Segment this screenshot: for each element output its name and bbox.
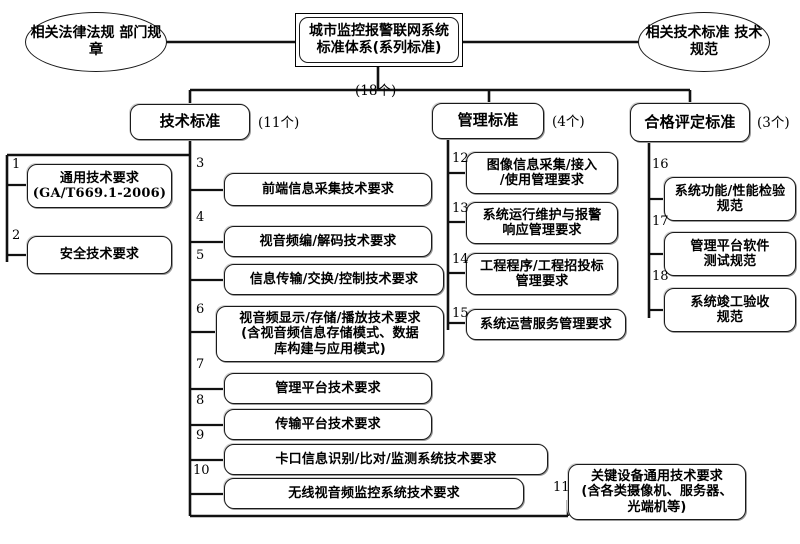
tech-item-4-label: 视音频编/解码技术要求 xyxy=(259,233,397,249)
manage-item-13-label: 系统运行维护与报警 响应管理要求 xyxy=(482,207,602,238)
item-number-17: 17 xyxy=(652,214,669,229)
tech-item-2[interactable]: 安全技术要求 xyxy=(27,236,172,274)
tech-item-11[interactable]: 关键设备通用技术要求 (含各类摄像机、服务器、 光端机等) xyxy=(568,464,746,520)
tech-item-1-label: 通用技术要求 (GA/T669.1-2006) xyxy=(32,170,167,201)
item-number-18: 18 xyxy=(652,269,669,284)
category-technical-standards-count: (11个) xyxy=(258,115,300,131)
tech-item-6[interactable]: 视音频显示/存储/播放技术要求 (含视音频信息存储模式、数据 库构建与应用模式) xyxy=(216,306,444,362)
assess-item-17[interactable]: 管理平台软件 测试规范 xyxy=(664,232,796,276)
category-conformity-assessment-label: 合格评定标准 xyxy=(644,112,736,131)
assess-item-18[interactable]: 系统竣工验收 规范 xyxy=(664,288,796,332)
item-number-2: 2 xyxy=(12,228,21,243)
item-number-3: 3 xyxy=(196,156,205,171)
tech-item-7[interactable]: 管理平台技术要求 xyxy=(224,373,432,404)
item-number-5: 5 xyxy=(196,248,205,263)
tech-item-2-label: 安全技术要求 xyxy=(59,247,140,263)
category-conformity-assessment-count: (3个) xyxy=(757,115,790,131)
tech-item-11-label: 关键设备通用技术要求 (含各类摄像机、服务器、 光端机等) xyxy=(581,469,733,515)
tech-item-10[interactable]: 无线视音频监控系统技术要求 xyxy=(224,478,524,509)
tech-item-7-label: 管理平台技术要求 xyxy=(275,380,381,396)
item-number-11: 11 xyxy=(553,480,570,495)
item-number-9: 9 xyxy=(196,428,205,443)
tech-item-6-label: 视音频显示/存储/播放技术要求 (含视音频信息存储模式、数据 库构建与应用模式) xyxy=(239,311,421,357)
item-number-8: 8 xyxy=(196,393,205,408)
tech-item-3[interactable]: 前端信息采集技术要求 xyxy=(224,173,432,206)
category-technical-standards[interactable]: 技术标准 xyxy=(130,104,250,140)
tech-item-4[interactable]: 视音频编/解码技术要求 xyxy=(224,226,432,257)
manage-item-15-label: 系统运营服务管理要求 xyxy=(479,316,612,332)
item-number-6: 6 xyxy=(196,302,205,317)
manage-item-13[interactable]: 系统运行维护与报警 响应管理要求 xyxy=(466,202,618,244)
tech-item-3-label: 前端信息采集技术要求 xyxy=(261,181,394,197)
root-title-label: 城市监控报警联网系统 标准体系(系列标准) xyxy=(309,23,449,56)
tech-item-1[interactable]: 通用技术要求 (GA/T669.1-2006) xyxy=(27,164,172,208)
item-number-1: 1 xyxy=(12,157,21,172)
item-number-15: 15 xyxy=(452,306,469,321)
root-title-box: 城市监控报警联网系统 标准体系(系列标准) xyxy=(295,13,463,67)
manage-item-12-label: 图像信息采集/接入 /使用管理要求 xyxy=(486,157,598,188)
item-number-14: 14 xyxy=(452,252,469,267)
assess-item-18-label: 系统竣工验收 规范 xyxy=(690,294,770,325)
item-number-16: 16 xyxy=(652,157,669,172)
tech-item-10-label: 无线视音频监控系统技术要求 xyxy=(288,485,460,501)
assess-item-16[interactable]: 系统功能/性能检验 规范 xyxy=(664,177,796,221)
item-number-13: 13 xyxy=(452,201,469,216)
category-management-standards-count: (4个) xyxy=(552,114,585,130)
item-number-4: 4 xyxy=(196,210,205,225)
root-count-label: (18个) xyxy=(355,83,397,99)
tech-item-5[interactable]: 信息传输/交换/控制技术要求 xyxy=(224,264,444,295)
manage-item-15[interactable]: 系统运营服务管理要求 xyxy=(466,309,626,340)
item-number-12: 12 xyxy=(452,151,469,166)
assess-item-17-label: 管理平台软件 测试规范 xyxy=(690,238,770,269)
tech-item-8-label: 传输平台技术要求 xyxy=(275,416,381,432)
assess-item-16-label: 系统功能/性能检验 规范 xyxy=(674,183,786,214)
tech-item-5-label: 信息传输/交换/控制技术要求 xyxy=(249,271,419,287)
root-title-inner: 城市监控报警联网系统 标准体系(系列标准) xyxy=(299,17,459,63)
item-number-7: 7 xyxy=(196,357,205,372)
tech-item-9-label: 卡口信息识别/比对/监测系统技术要求 xyxy=(275,451,497,467)
category-technical-standards-label: 技术标准 xyxy=(159,112,221,131)
right-ellipse-label: 相关技术标准 技术规范 xyxy=(645,25,763,58)
manage-item-14-label: 工程程序/工程招投标 管理要求 xyxy=(480,258,604,289)
right-ellipse-technical-specs: 相关技术标准 技术规范 xyxy=(638,12,770,72)
tech-item-8[interactable]: 传输平台技术要求 xyxy=(224,409,432,440)
left-ellipse-legal-regulations: 相关法律法规 部门规章 xyxy=(25,12,167,72)
category-management-standards-label: 管理标准 xyxy=(457,111,519,130)
category-management-standards[interactable]: 管理标准 xyxy=(432,103,544,139)
left-ellipse-label: 相关法律法规 部门规章 xyxy=(30,25,162,58)
manage-item-14[interactable]: 工程程序/工程招投标 管理要求 xyxy=(466,253,618,295)
category-conformity-assessment[interactable]: 合格评定标准 xyxy=(630,103,750,142)
manage-item-12[interactable]: 图像信息采集/接入 /使用管理要求 xyxy=(466,152,618,194)
tech-item-9[interactable]: 卡口信息识别/比对/监测系统技术要求 xyxy=(224,444,548,475)
item-number-10: 10 xyxy=(193,463,210,478)
